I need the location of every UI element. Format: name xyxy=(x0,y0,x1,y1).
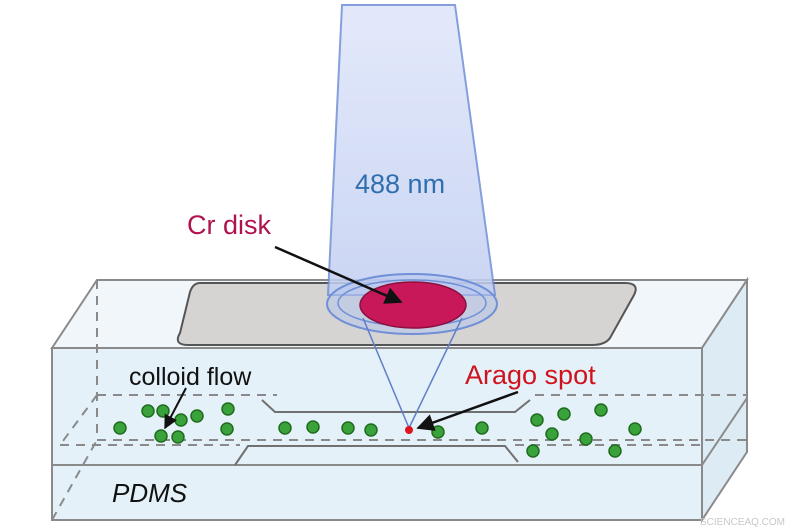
particle xyxy=(113,421,127,435)
particle xyxy=(530,413,544,427)
particle xyxy=(220,422,234,436)
particle xyxy=(174,413,188,427)
diffraction-line-left xyxy=(362,317,410,429)
particle xyxy=(154,429,168,443)
particle xyxy=(526,444,540,458)
particle xyxy=(278,421,292,435)
particle xyxy=(306,420,320,434)
particle xyxy=(221,402,235,416)
particle xyxy=(545,427,559,441)
arago-spot-label: Arago spot xyxy=(465,360,596,390)
particle xyxy=(431,425,445,439)
particle xyxy=(608,444,622,458)
particle xyxy=(628,422,642,436)
pdms-boundary-side xyxy=(701,397,748,466)
spot-arrow xyxy=(416,390,519,431)
diffraction-line-right xyxy=(408,317,463,429)
particle xyxy=(141,404,155,418)
cr-disk xyxy=(359,281,467,329)
arago-spot-dot xyxy=(405,426,413,434)
disk-arrow xyxy=(274,245,403,304)
constriction-upper xyxy=(261,399,531,413)
chip-side-face xyxy=(701,276,748,524)
pdms-label: PDMS xyxy=(112,478,188,508)
particle xyxy=(364,423,378,437)
constriction-lower xyxy=(234,445,519,466)
particle xyxy=(171,430,185,444)
particle xyxy=(475,421,489,435)
wavelength-label: 488 nm xyxy=(355,169,445,199)
colloid-particles xyxy=(113,402,642,458)
laser-beam xyxy=(326,4,497,296)
flow-arrow xyxy=(164,387,187,430)
channel-side-dash xyxy=(59,394,98,446)
cr-disk-label: Cr disk xyxy=(187,210,272,240)
particle xyxy=(190,409,204,423)
particle xyxy=(594,403,608,417)
particle xyxy=(156,404,170,418)
particle xyxy=(579,432,593,446)
watermark: SCIENCEAQ.COM xyxy=(700,517,785,528)
particle xyxy=(557,407,571,421)
particle xyxy=(341,421,355,435)
colloid-flow-label: colloid flow xyxy=(129,363,252,391)
